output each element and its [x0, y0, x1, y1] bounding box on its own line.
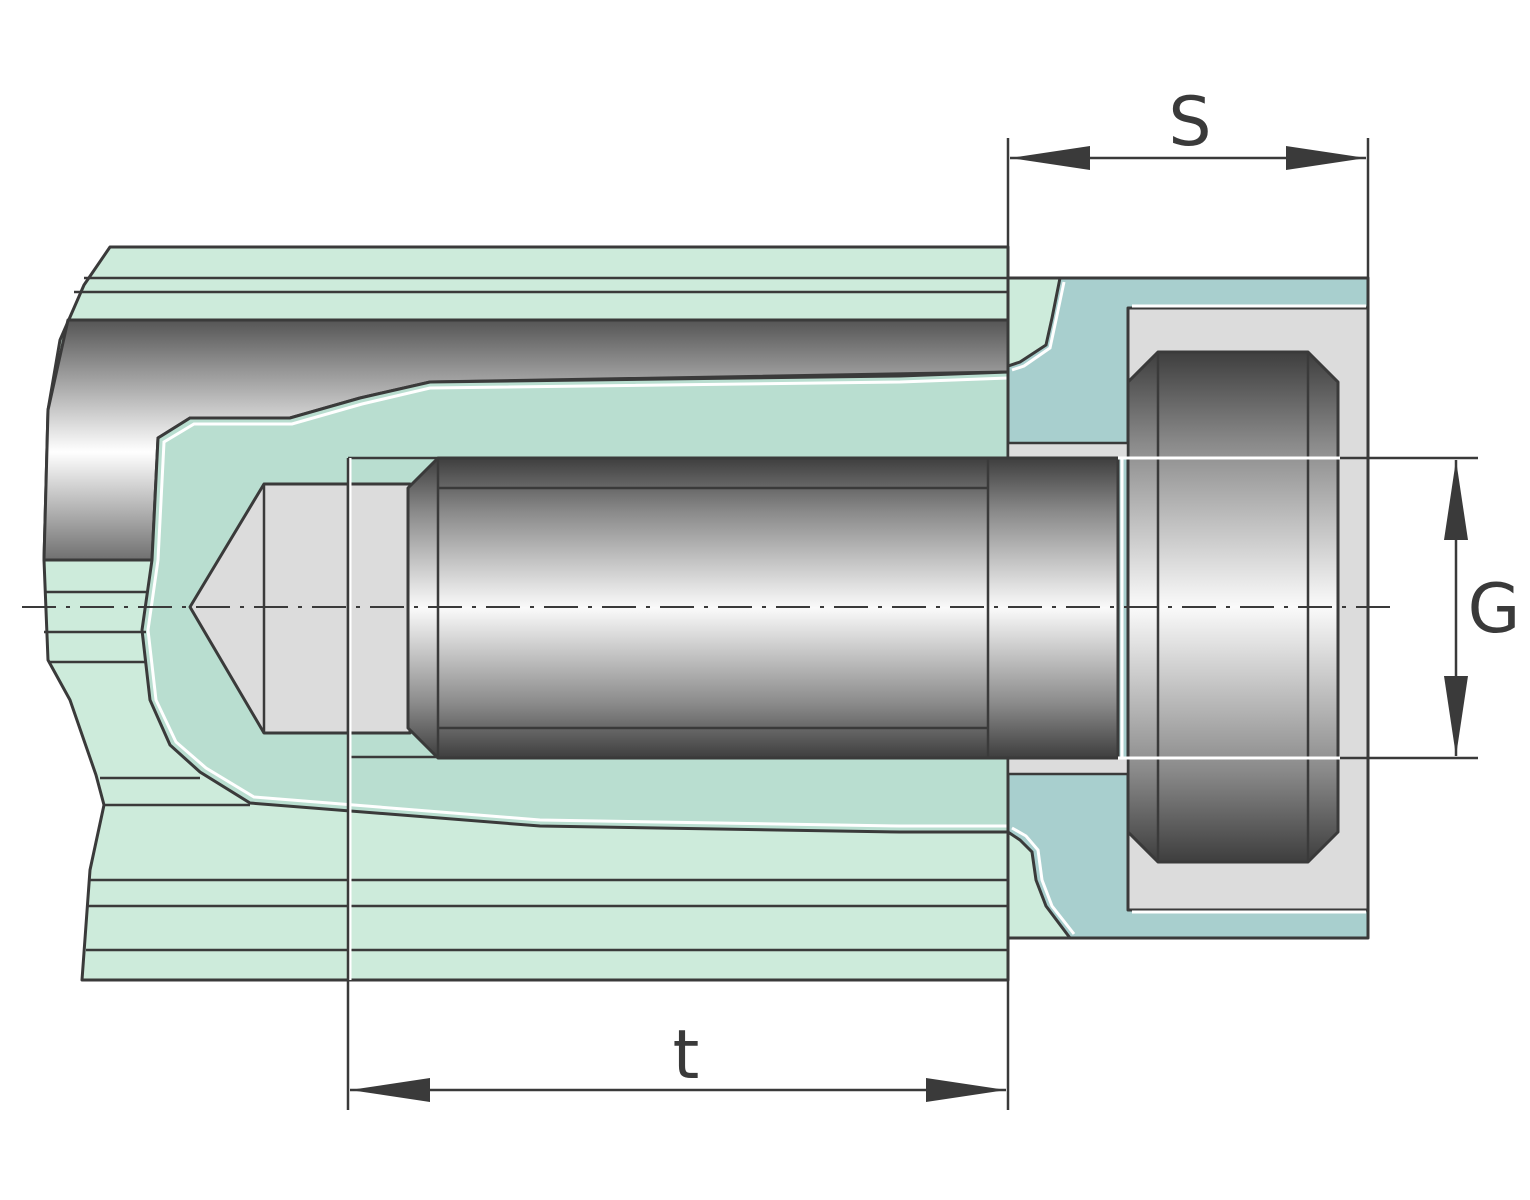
dimension-g: G [1118, 456, 1521, 760]
dimension-g-label: G [1468, 570, 1521, 649]
dimension-s-label: S [1168, 83, 1211, 162]
dimension-t: t [346, 458, 1010, 1110]
shank-collar-top [1006, 441, 1130, 460]
housing-lines [44, 276, 1008, 952]
shank-collar-bottom [1006, 756, 1130, 776]
dimension-s: S [1006, 83, 1370, 278]
nut-break-line-lower [1006, 829, 1073, 940]
dimension-t-label: t [673, 1016, 700, 1095]
break-line-highlight [146, 376, 1009, 828]
nut-break-line [1006, 276, 1062, 369]
